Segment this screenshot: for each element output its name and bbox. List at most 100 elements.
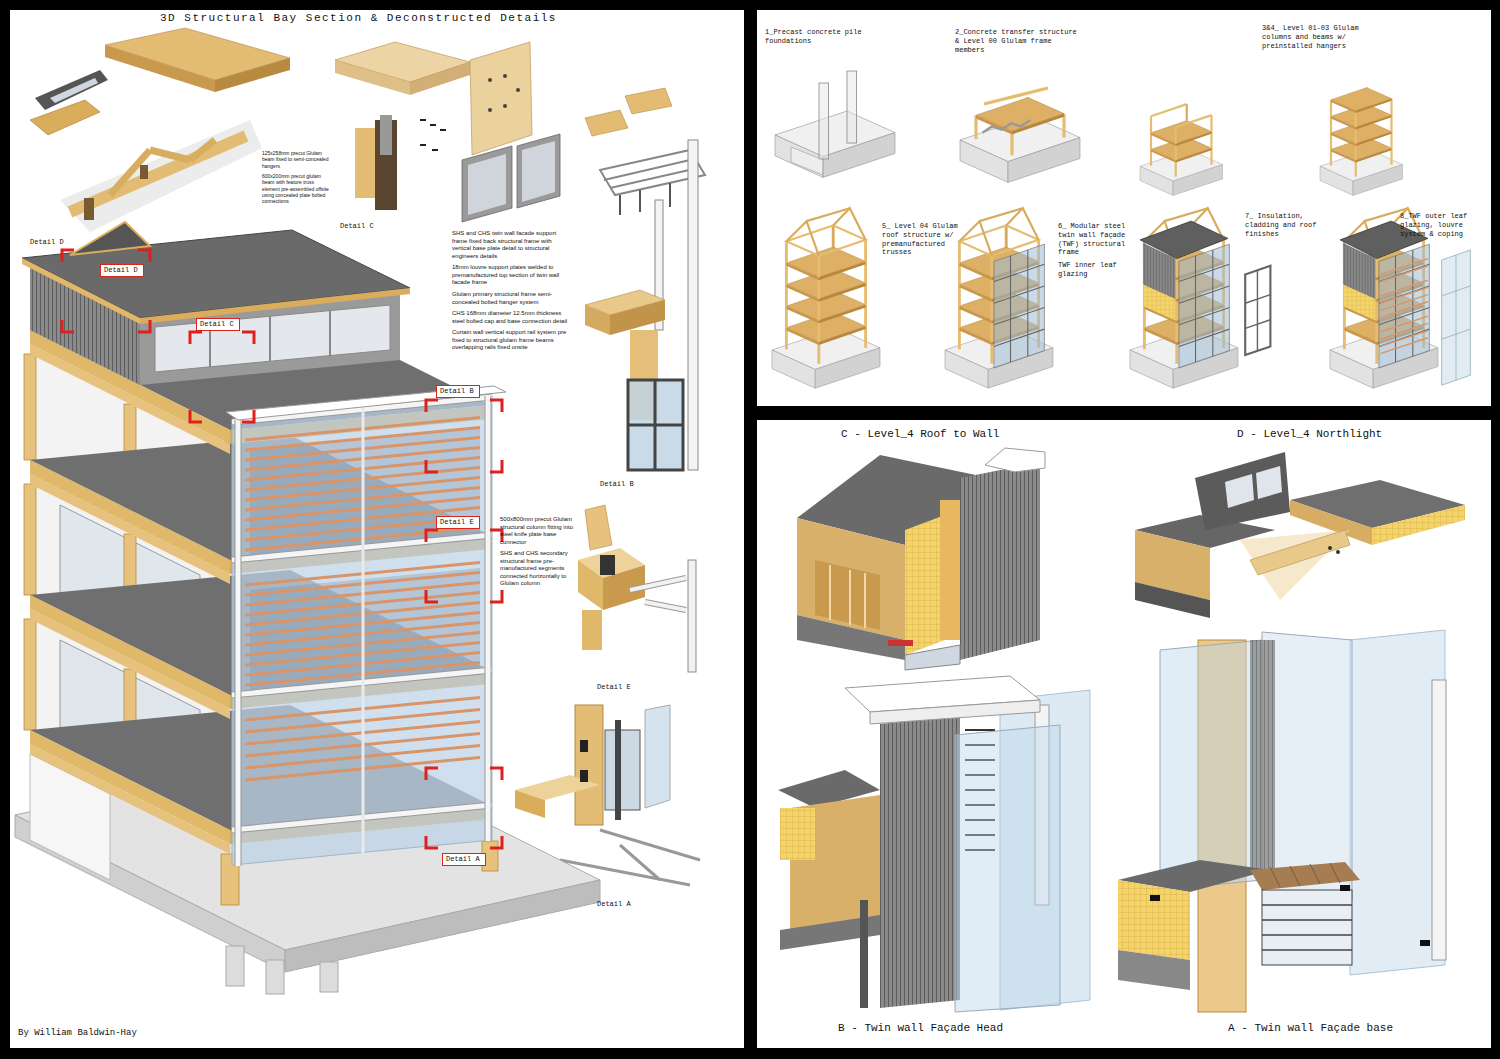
detail-d-view	[1256, 466, 1282, 499]
detail-a-view	[1262, 890, 1352, 965]
detail-c-sketch	[488, 108, 492, 112]
detail-a-sketch	[575, 705, 603, 825]
detail-a-view	[1250, 640, 1275, 870]
detail-d-sketch	[105, 45, 215, 92]
detail-d-sketch	[140, 165, 148, 179]
detail-c-view	[797, 615, 905, 660]
assembly-stage	[819, 83, 829, 159]
detail-d-view	[1240, 530, 1350, 600]
detail-d-sketch	[150, 150, 190, 160]
detail-c-sketch	[522, 141, 555, 202]
assembly-stage	[772, 208, 880, 388]
detail-label: Detail E	[597, 683, 631, 692]
detail-c-sketch	[517, 134, 560, 208]
illustration	[757, 10, 1491, 406]
detail-a-view	[1250, 862, 1360, 890]
stage-caption: 6_ Modular steel twin wall façade (TWF) …	[1058, 222, 1143, 257]
detail-c-sketch	[516, 88, 520, 92]
detail-c-view	[797, 448, 1045, 670]
detail-d-sketch	[35, 70, 108, 110]
twin-wall-facade	[232, 395, 492, 865]
floor-slab	[30, 474, 230, 584]
detail-b-sketch	[585, 305, 610, 335]
detail-bracket	[62, 250, 150, 332]
detail-d-sketch	[30, 28, 290, 232]
view-heading: B - Twin wall Façade Head	[838, 1022, 1003, 1036]
detail-b-view	[778, 676, 1090, 1012]
detail-a-view	[1340, 885, 1350, 891]
twin-wall-facade	[226, 386, 506, 866]
assembly-stage	[775, 111, 895, 177]
assembly-stage	[1245, 266, 1270, 355]
tag-text: Detail C	[197, 319, 239, 330]
detail-e-sketch	[578, 560, 603, 610]
detail-d-sketch	[50, 78, 98, 103]
detail-bracket	[426, 530, 502, 602]
detail-c-view	[905, 515, 945, 655]
detail-b-sketch	[628, 380, 683, 470]
assembly-stage	[1151, 104, 1212, 144]
annotation: 600x200mm precut glulam beam with featur…	[262, 173, 330, 204]
detail-label: Detail B	[600, 480, 634, 489]
twin-wall-facade	[362, 408, 365, 853]
building-section	[15, 222, 600, 994]
building-section	[266, 960, 284, 994]
floor-slab	[30, 744, 230, 854]
detail-e-sketch	[600, 555, 615, 575]
assembly-stage	[1151, 104, 1187, 116]
annotation: 18mm louvre support plates welded to pre…	[452, 264, 570, 287]
annotation: 125x258mm precut Glulam beam fixed to se…	[262, 150, 330, 169]
detail-e-sketch	[582, 610, 602, 650]
detail-c-view	[960, 462, 1040, 660]
stage-caption: 1_Precast concrete pile foundations	[765, 28, 877, 46]
detail-b-view	[860, 900, 868, 1008]
building-section	[320, 962, 338, 992]
upper-storey	[22, 230, 410, 318]
assembly-stage	[1151, 121, 1212, 161]
glulam-column	[24, 354, 36, 460]
detail-a-view	[1350, 630, 1445, 975]
assembly-stage	[976, 98, 1064, 156]
detail-label: Detail C	[340, 222, 374, 231]
stage-caption: 5_ Level 04 Glulam roof structure w/ pre…	[882, 222, 972, 257]
detail-tag: Detail A	[442, 853, 486, 866]
detail-a-sketch	[580, 770, 588, 782]
detail-d-sketch	[84, 198, 94, 220]
detail-d-view	[1195, 452, 1290, 530]
assembly-stage	[945, 208, 1053, 388]
assembly-stage	[945, 208, 1053, 388]
illustration	[10, 10, 744, 1048]
detail-e-sketch	[630, 578, 686, 590]
annotation: CHS 168mm diameter 12.5mm thickness stee…	[452, 310, 570, 325]
detail-b-sketch	[585, 110, 628, 136]
glulam-column	[24, 619, 36, 730]
detail-c-view	[985, 448, 1045, 472]
assembly-stage	[1176, 115, 1212, 127]
view-heading: D - Level_4 Northlight	[1237, 428, 1382, 442]
assembly-stage	[982, 120, 1030, 133]
detail-e-sketch	[645, 602, 686, 610]
glulam-column	[24, 354, 498, 905]
glulam-column	[24, 484, 36, 595]
annotation: Curtain wall vertical support rail syste…	[452, 329, 570, 352]
assembly-stage	[791, 147, 823, 175]
illustration	[757, 420, 1491, 1048]
detail-a-sketch	[615, 720, 621, 820]
detail-a-sketch	[515, 790, 545, 818]
assembly-stage	[1320, 88, 1403, 196]
detail-a-view	[1150, 895, 1160, 901]
detail-a-sketch	[645, 705, 670, 808]
detail-a-view	[1420, 940, 1430, 946]
detail-d-view	[1135, 452, 1465, 618]
detail-a-view	[1262, 905, 1352, 950]
building-section	[226, 946, 244, 986]
assembly-stage	[775, 71, 895, 177]
detail-d-sketch	[190, 140, 215, 160]
assembly-stage	[960, 88, 1080, 182]
detail-a-view	[1118, 630, 1446, 1012]
detail-b-view	[780, 808, 815, 860]
detail-c-sketch	[462, 146, 512, 222]
detail-c-view	[888, 640, 913, 646]
view-heading: A - Twin wall Façade base	[1228, 1022, 1393, 1036]
